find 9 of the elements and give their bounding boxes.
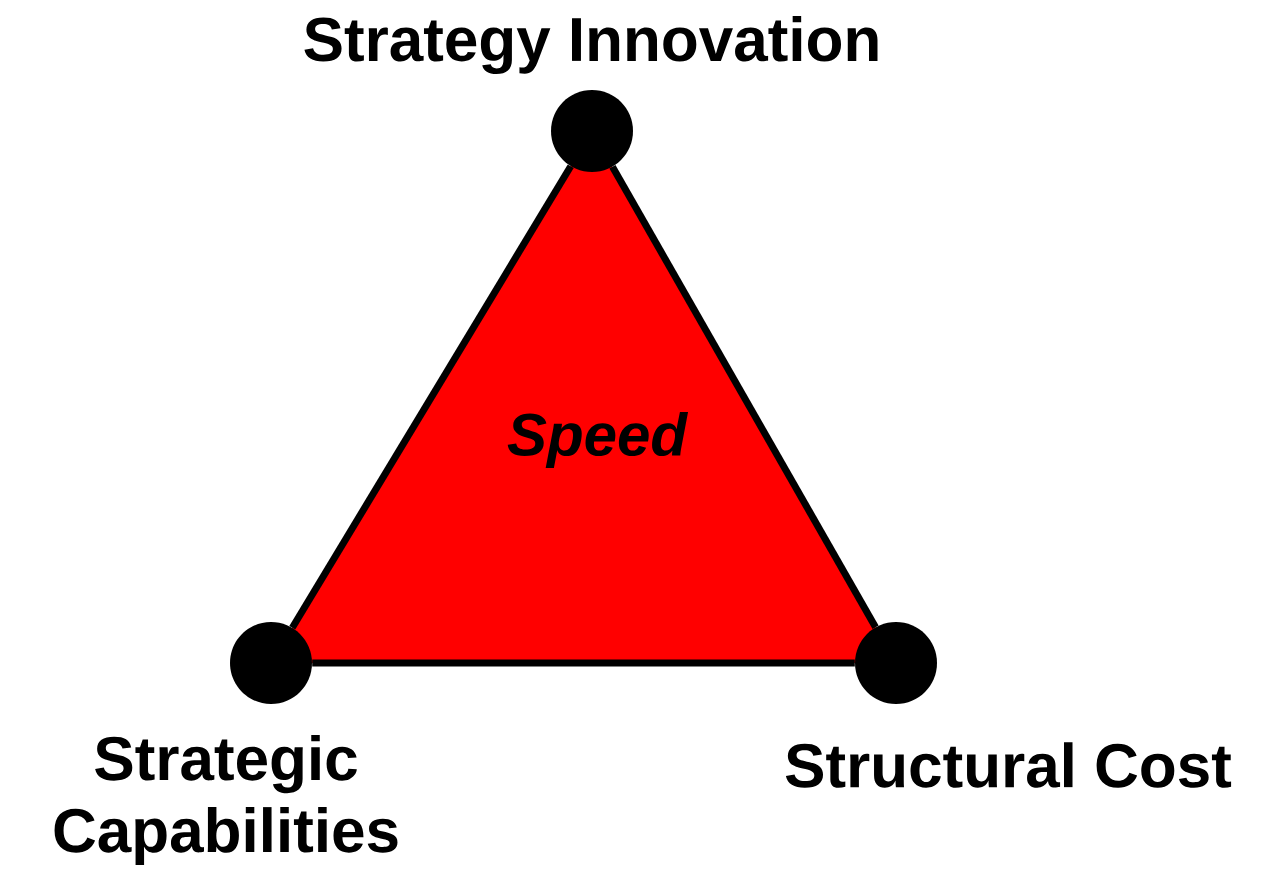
vertex-label: Structural Cost (785, 742, 1232, 788)
triangle-side (289, 164, 574, 630)
vertex-label: Strategy Innovation (304, 15, 878, 75)
dot (230, 622, 312, 704)
dot (855, 622, 937, 704)
vertex-label: Strategic Capabilities (54, 735, 398, 865)
triangle-side (609, 165, 879, 629)
dot (551, 90, 633, 172)
triangle: Speed (271, 131, 896, 663)
